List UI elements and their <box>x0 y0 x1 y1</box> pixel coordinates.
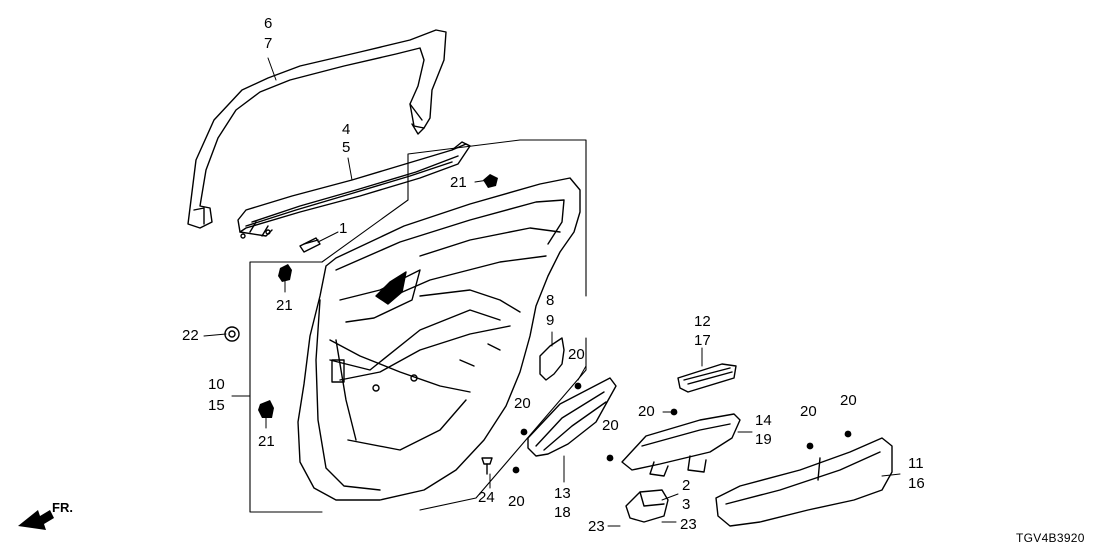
callout-20e: 20 <box>800 403 817 420</box>
callout-15: 15 <box>208 397 225 414</box>
diagram-code: TGV4B3920 <box>1016 531 1085 545</box>
callout-9: 9 <box>546 312 555 329</box>
callout-23b: 23 <box>680 516 697 533</box>
callout-8: 8 <box>546 292 555 309</box>
callout-20a: 20 <box>568 346 585 363</box>
callout-21c: 21 <box>258 433 275 450</box>
callout-17: 17 <box>694 332 711 349</box>
callout-21a: 21 <box>450 174 467 191</box>
callout-12: 12 <box>694 313 711 330</box>
part-11-armrest <box>715 437 893 527</box>
callout-20c: 20 <box>638 403 655 420</box>
callout-3: 3 <box>682 496 691 513</box>
belt-molding <box>237 141 471 239</box>
assembly-bracket <box>231 139 587 513</box>
callout-21b: 21 <box>276 297 293 314</box>
part-8-cover <box>539 337 565 381</box>
callout-16: 16 <box>908 475 925 492</box>
callout-20b: 20 <box>514 395 531 412</box>
callout-6: 6 <box>264 15 273 32</box>
part-12-panel <box>677 363 737 393</box>
part-2-switch <box>625 489 669 523</box>
part-13-trim <box>527 377 617 457</box>
callout-18: 18 <box>554 504 571 521</box>
callout-20f: 20 <box>840 392 857 409</box>
part-1-clip <box>299 237 321 253</box>
callout-4: 4 <box>342 121 351 138</box>
callout-5: 5 <box>342 139 351 156</box>
screw-24 <box>481 457 493 475</box>
callout-7: 7 <box>264 35 273 52</box>
callout-10: 10 <box>208 376 225 393</box>
part-14-armrest-base <box>621 413 741 477</box>
callout-22: 22 <box>182 327 199 344</box>
front-arrow-icon <box>18 510 54 530</box>
door-lining <box>297 177 581 501</box>
callout-1: 1 <box>339 220 348 237</box>
callout-14: 14 <box>755 412 772 429</box>
callout-24: 24 <box>478 489 495 506</box>
callout-11: 11 <box>908 455 924 472</box>
front-indicator-label: FR. <box>52 500 73 515</box>
callout-19: 19 <box>755 431 772 448</box>
grommet-22 <box>224 326 240 342</box>
callout-20d: 20 <box>602 417 619 434</box>
callout-13: 13 <box>554 485 571 502</box>
sash-molding <box>187 29 447 229</box>
callout-20g: 20 <box>508 493 525 510</box>
fasteners <box>258 174 852 474</box>
callout-2: 2 <box>682 477 691 494</box>
callout-23a: 23 <box>588 518 605 535</box>
